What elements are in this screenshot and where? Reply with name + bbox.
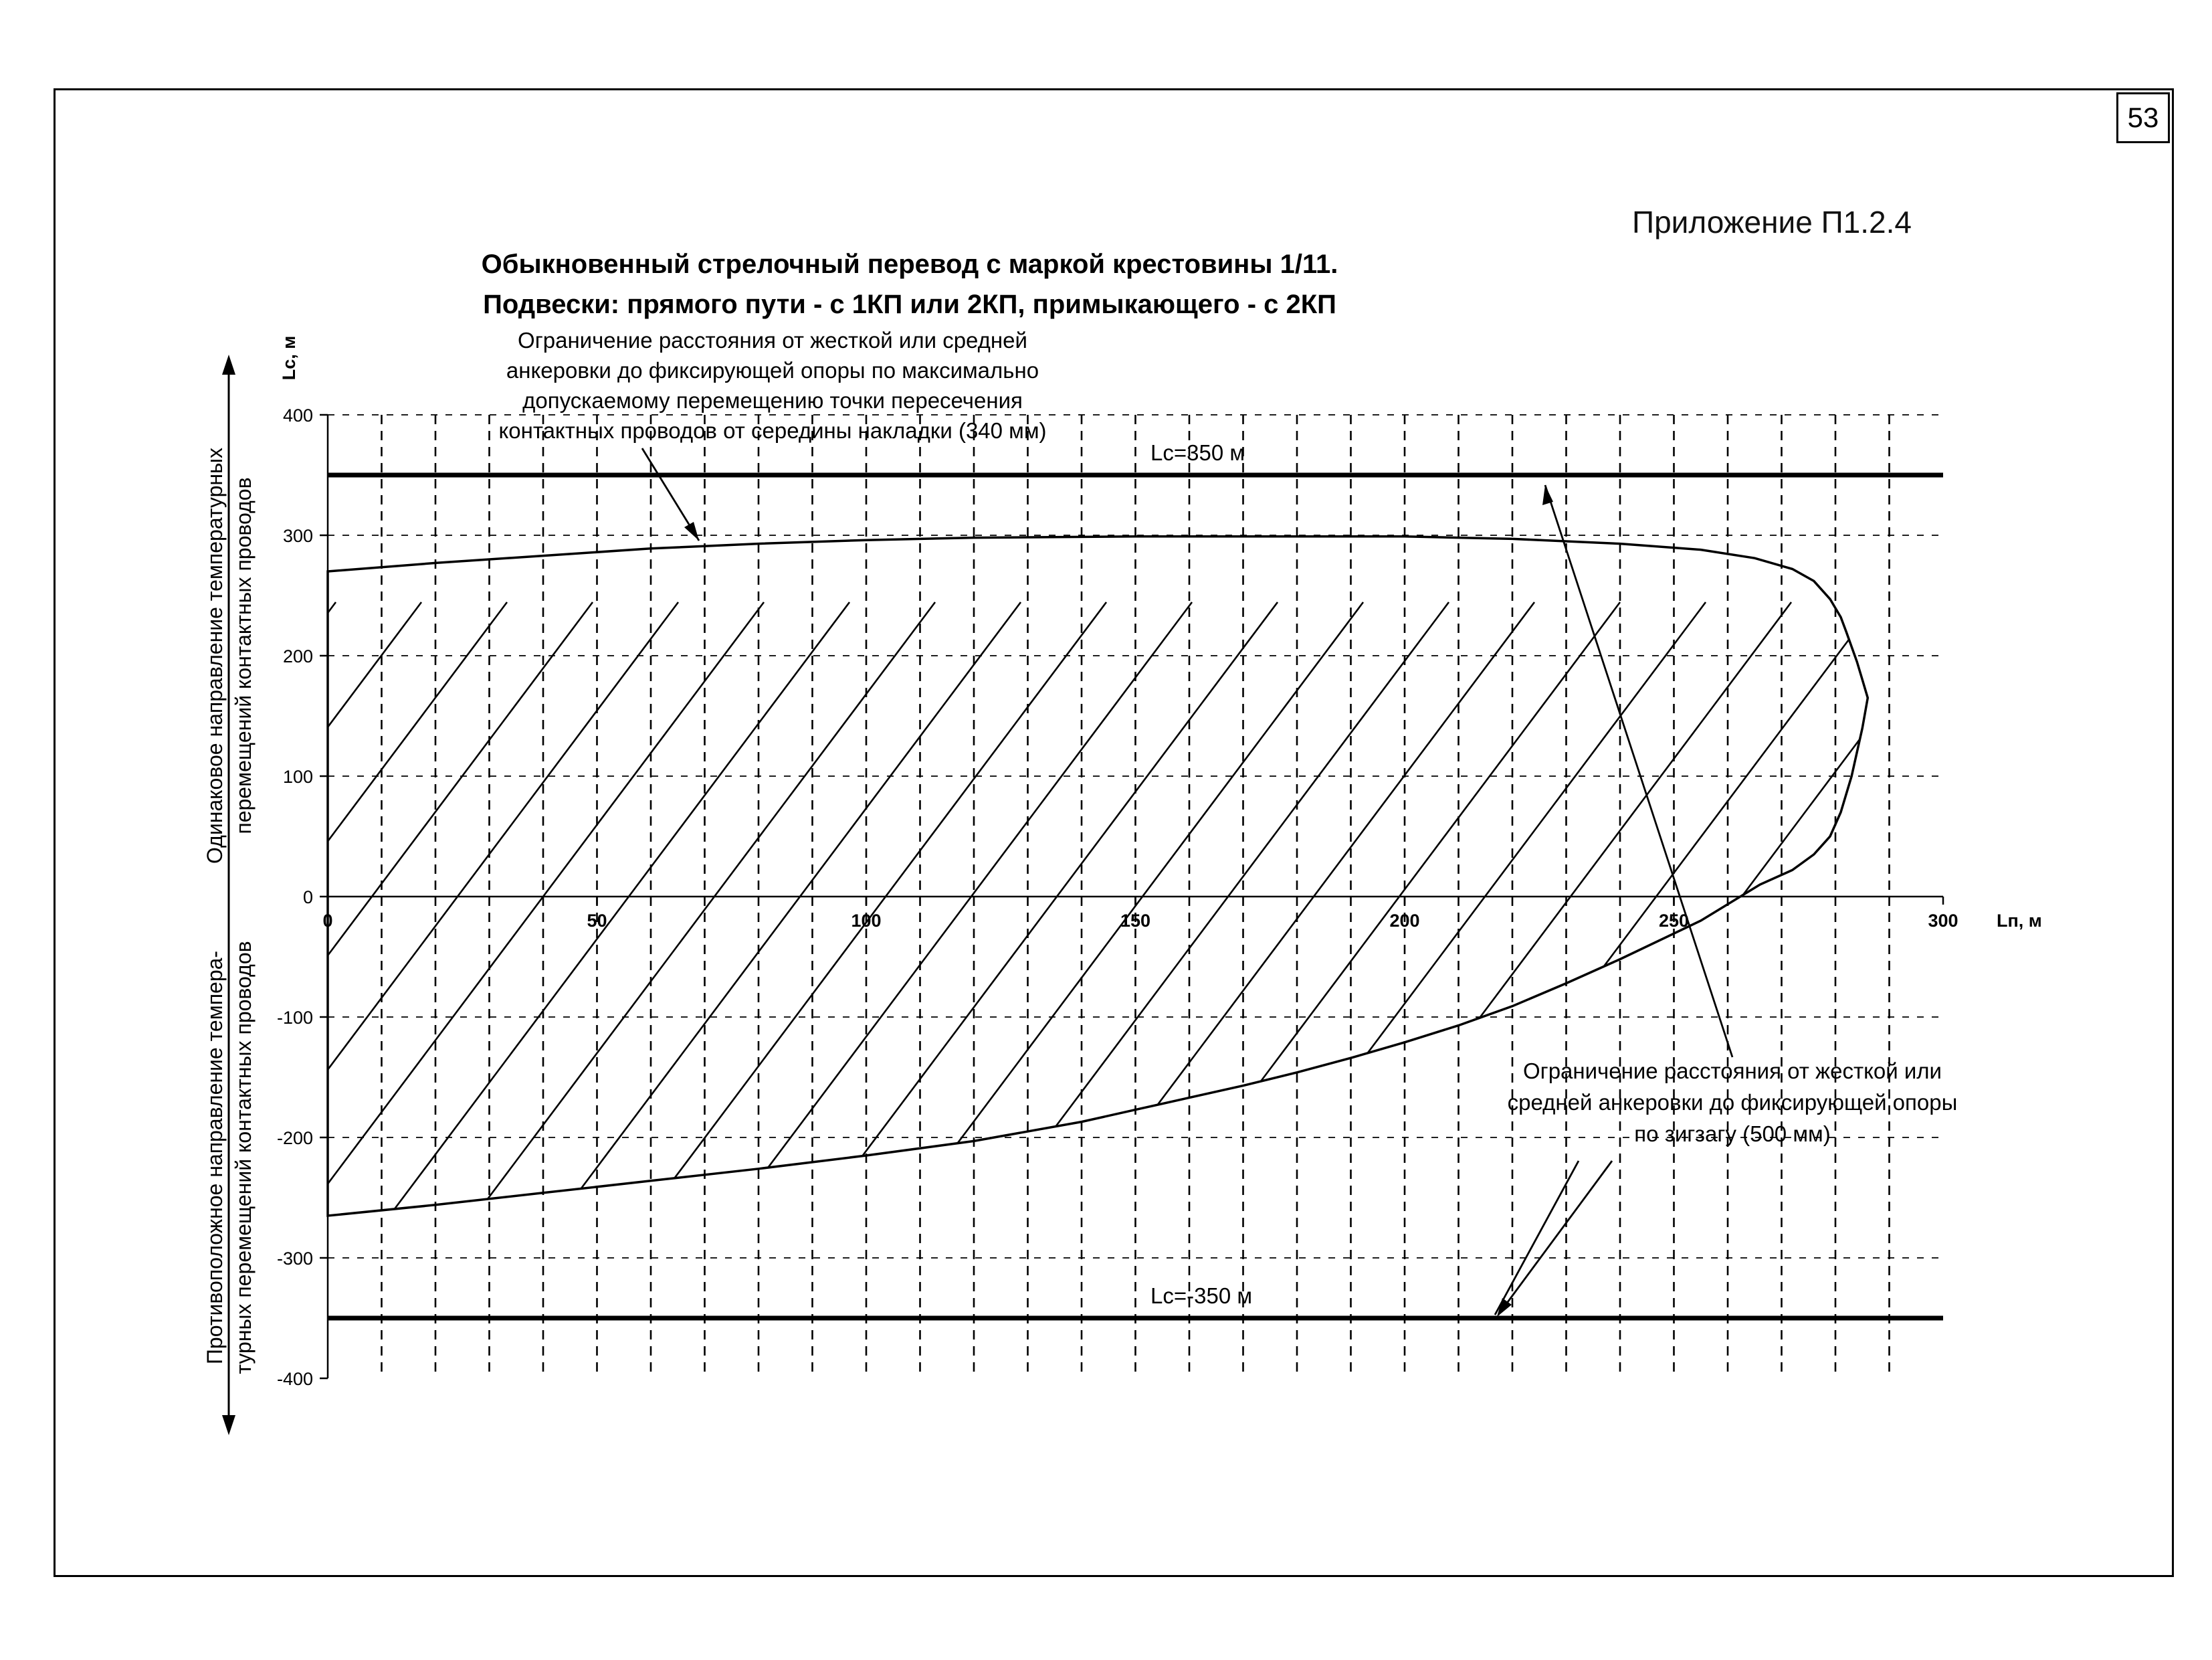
appendix-label: Приложение П1.2.4 [1632, 205, 1912, 240]
side-label-lower-1: Противоположное направление темпера- [203, 951, 227, 1364]
hatch-line [328, 602, 765, 1216]
x-tick-label: 200 [1389, 911, 1419, 931]
y-tick-label: 300 [283, 526, 313, 546]
y-tick-label: 400 [283, 405, 313, 426]
hatch-line [2131, 602, 2212, 1405]
hatch-line [1874, 602, 2212, 1405]
annotation-bottom-line: средней анкеровки до фиксирующей опоры [1508, 1090, 1958, 1115]
x-tick-label: 250 [1659, 911, 1689, 931]
y-tick-label: -300 [277, 1249, 313, 1269]
y-tick-label: -400 [277, 1369, 313, 1389]
hatch-line [845, 602, 1450, 1216]
hatch-line [1616, 602, 1868, 1216]
hatch-line [1359, 602, 1868, 1216]
y-tick-label: 0 [303, 887, 313, 907]
grid [328, 414, 1943, 1378]
hatch-line [589, 602, 1193, 1216]
y-tick-label: 100 [283, 767, 313, 787]
annotation-bottom-arrow-down [1494, 1160, 1580, 1315]
hatch-line [417, 602, 1022, 1216]
hatch-line [332, 602, 936, 1216]
hatch-line [328, 602, 851, 1216]
annotation-bottom-arrowhead-down [1497, 1298, 1512, 1317]
x-tick-label: 150 [1120, 911, 1150, 931]
hatch-line [328, 602, 508, 1216]
annotations: Ограничение расстояния от жесткой или ср… [203, 328, 1957, 1435]
annotation-top-line: Ограничение расстояния от жесткой или ср… [518, 328, 1027, 353]
y-tick-label: -100 [277, 1008, 313, 1028]
title-line-1: Обыкновенный стрелочный перевод с маркой… [481, 250, 1338, 279]
annotation-top-line: допускаемому перемещению точки пересечен… [522, 388, 1023, 413]
hatch-line [1960, 602, 2212, 1405]
annotation-bottom-arrow-up [1544, 484, 1734, 1058]
axes [320, 413, 1944, 1380]
title-line-2: Подвески: прямого пути - с 1КП или 2КП, … [483, 290, 1336, 319]
annotation-bottom-arrow-down-2 [1497, 1160, 1613, 1315]
side-label-lower-2: турных перемещений контактных проводов [231, 941, 256, 1374]
hatch-line [1017, 602, 1621, 1216]
hatch-line [0, 602, 165, 1405]
hatch-line [1702, 602, 1868, 1216]
x-tick-label: 100 [851, 911, 881, 931]
hatch-line [328, 602, 680, 1216]
hatch-line [2045, 602, 2212, 1405]
y-tick-label: -200 [277, 1128, 313, 1148]
annotation-top-line: контактных проводов от середины накладки… [498, 418, 1046, 443]
x-axis-label: Lп, м [1997, 911, 2042, 931]
hatch-line [760, 602, 1365, 1216]
page-frame [54, 88, 2174, 1577]
tick-labels: -400 -300 -200 -100 0 100 200 300 400 0 50 100 150 20… [277, 336, 2042, 1389]
x-tick-label: 50 [587, 911, 607, 931]
x-tick-label: 0 [322, 911, 332, 931]
hatch-line [674, 602, 1279, 1216]
limit-line-label: Lс=350 м [1150, 440, 1245, 465]
hatch-line [931, 602, 1536, 1216]
hatch-line [503, 602, 1108, 1216]
hatch-line [1102, 602, 1707, 1216]
hatch-line [328, 602, 594, 1216]
hatch-line [0, 602, 79, 1405]
limit-lines: Lс=350 м Lс=-350 м [328, 440, 1943, 1321]
annotation-top-arrowhead [684, 522, 699, 541]
hatch-line [1445, 602, 1868, 1216]
hatch-line [1787, 602, 1868, 1216]
side-arrowhead-up [222, 355, 235, 375]
annotation-bottom-arrowhead-up [1542, 485, 1553, 505]
y-axis-label: Lс, м [279, 336, 299, 381]
side-label-upper-1: Одинаковое направление температурных [203, 448, 227, 864]
y-tick-label: 200 [283, 646, 313, 666]
limit-line-label: Lс=-350 м [1150, 1283, 1252, 1308]
hatched-region [0, 602, 2212, 1405]
side-arrowhead-down [222, 1415, 235, 1435]
hatch-line [1274, 602, 1868, 1216]
annotation-bottom-line: Ограничение расстояния от жесткой или [1523, 1058, 1942, 1083]
chart-title: Обыкновенный стрелочный перевод с маркой… [334, 244, 1485, 325]
region-boundary [326, 535, 1870, 1217]
page-number: 53 [2116, 92, 2170, 143]
x-tick-label: 300 [1928, 911, 1958, 931]
side-label-upper-2: перемещений контактных проводов [231, 477, 256, 834]
annotation-top-line: анкеровки до фиксирующей опоры по максим… [506, 358, 1039, 383]
hatch-line [328, 602, 337, 1216]
hatch-line [1188, 602, 1793, 1216]
annotation-bottom-line: по зигзагу (500 мм) [1634, 1121, 1830, 1146]
